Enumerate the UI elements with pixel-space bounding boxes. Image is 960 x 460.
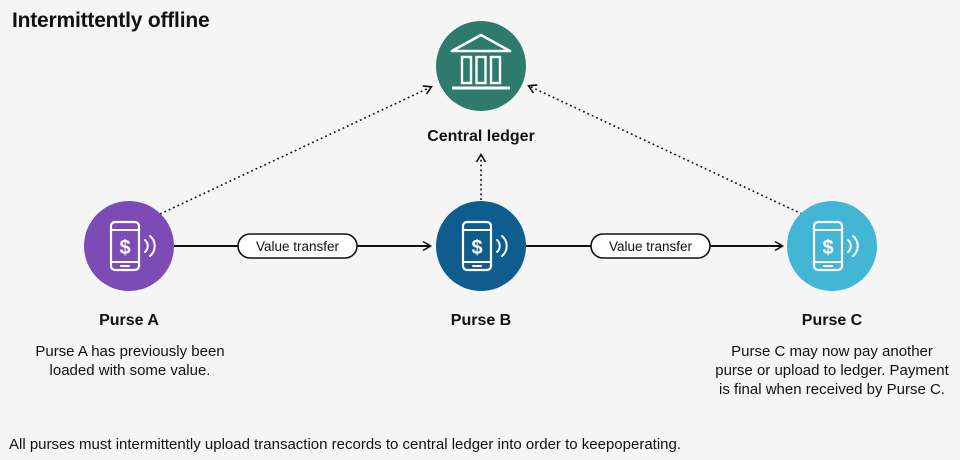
bank-icon bbox=[450, 33, 512, 90]
purse-c-node bbox=[787, 201, 877, 291]
footer-note: All purses must intermittently upload tr… bbox=[9, 436, 682, 453]
purse-b-label: Purse B bbox=[450, 312, 512, 329]
central-ledger-label: Central ledger bbox=[427, 128, 535, 145]
upload-arrow-a bbox=[159, 85, 433, 215]
purse-a-node bbox=[84, 201, 174, 291]
purse-a-label: Purse A bbox=[99, 312, 159, 329]
purse-c-description: Purse C may now pay another purse or upl… bbox=[715, 343, 949, 398]
transfer-label-text: Value transfer bbox=[256, 239, 340, 254]
purse-c-label: Purse C bbox=[801, 312, 863, 329]
transfer-label-a-b: Value transfer bbox=[237, 233, 358, 259]
transfer-label-text: Value transfer bbox=[609, 239, 693, 254]
transfer-label-b-c: Value transfer bbox=[590, 233, 711, 259]
purse-a-description: Purse A has previously been loaded with … bbox=[35, 343, 225, 379]
purse-b-node bbox=[436, 201, 526, 291]
upload-arrow-c bbox=[527, 84, 803, 215]
diagram-title: Intermittently offline bbox=[12, 9, 210, 32]
central-ledger-node bbox=[436, 21, 526, 111]
